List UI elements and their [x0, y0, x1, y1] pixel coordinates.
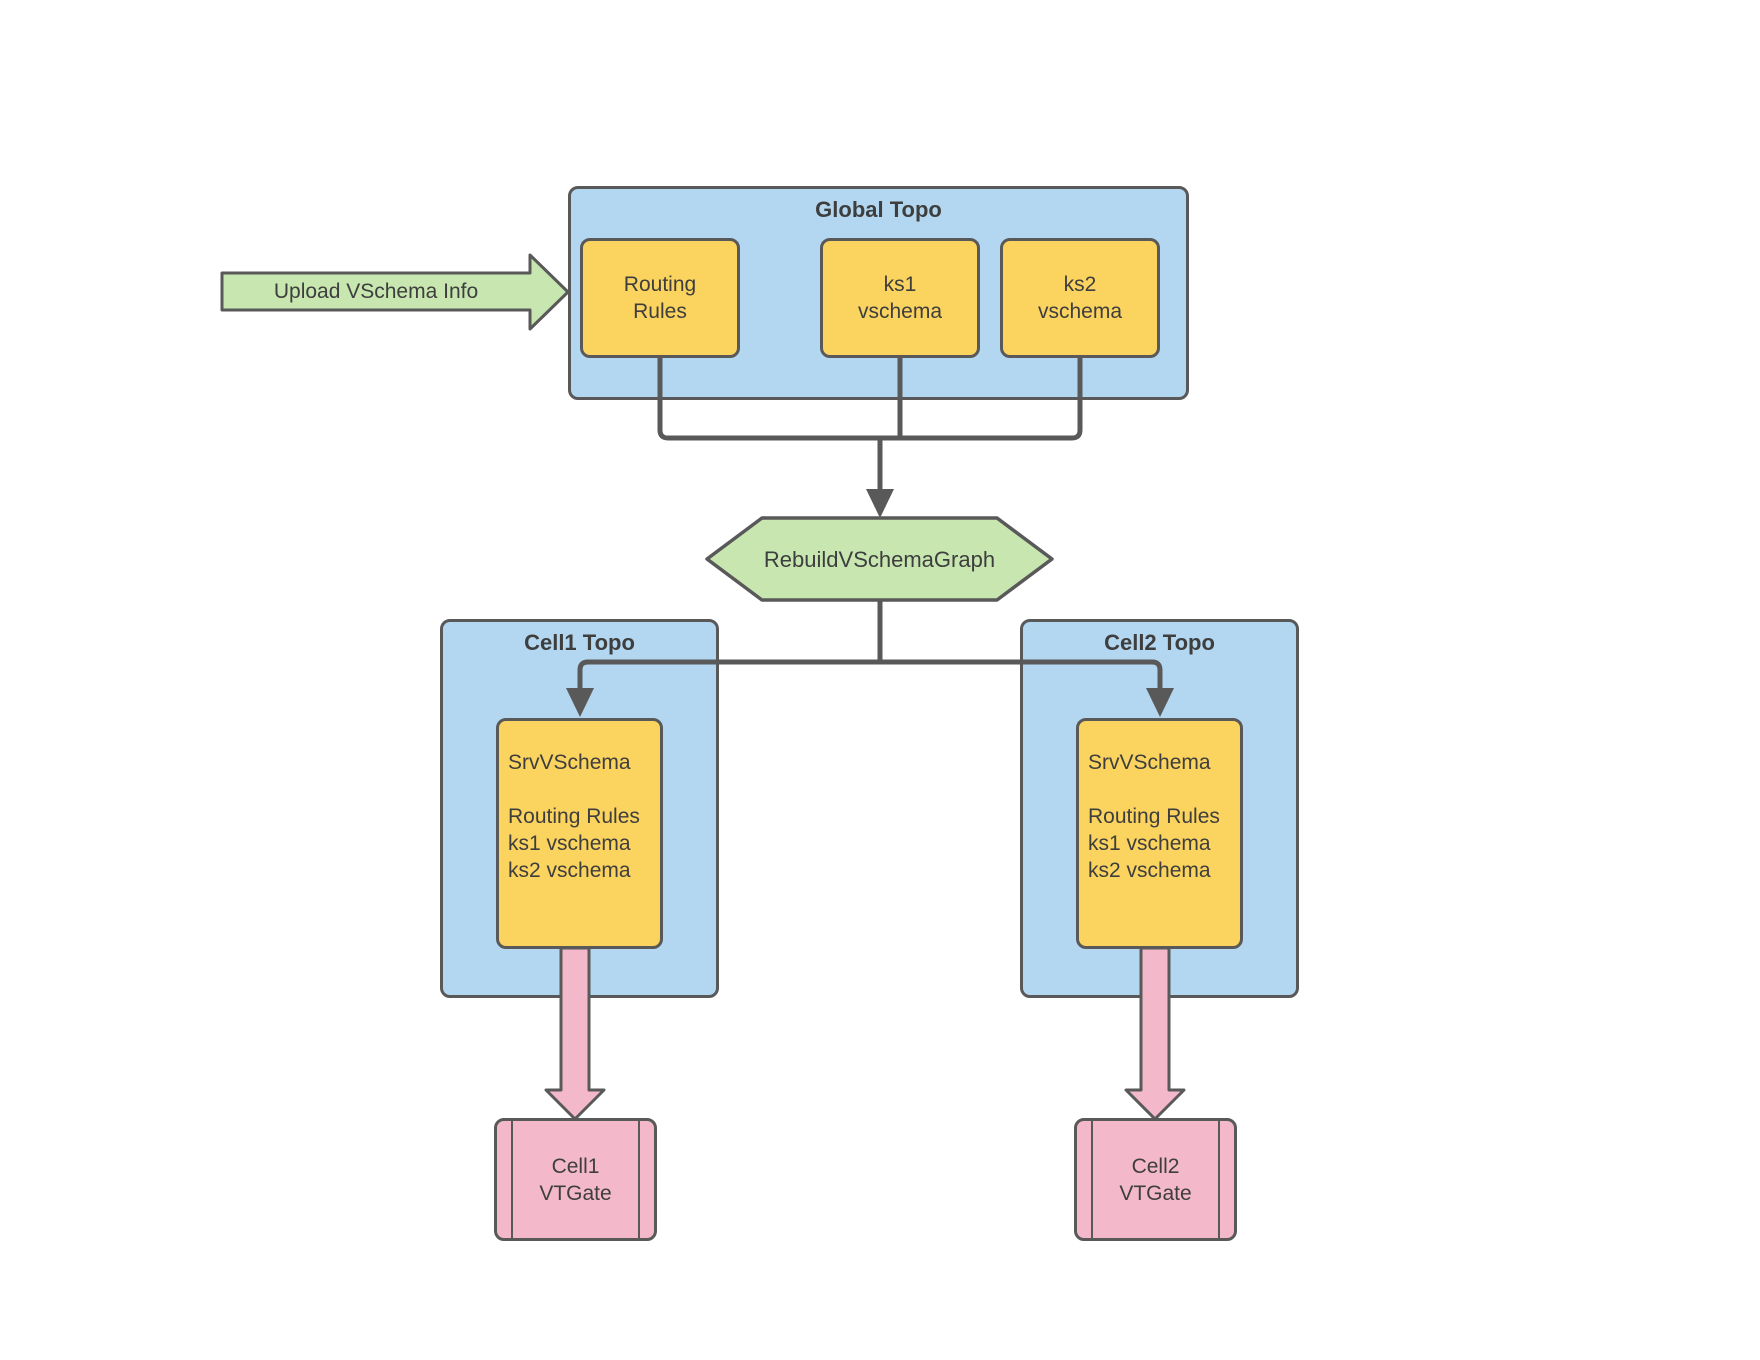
connector-global-to-rebuild	[657, 356, 1083, 492]
cell2-vtgate-line1: Cell2	[1131, 1154, 1180, 1178]
cell2-item-routing-rules: Routing Rules	[1088, 805, 1220, 828]
cell1-item-ks2-vschema: ks2 vschema	[508, 859, 631, 882]
connector-ks2-branch	[880, 356, 1083, 441]
connector-to-cell1	[577, 659, 880, 690]
node-ks1-line1: ks1	[883, 273, 917, 296]
node-routing-rules-label: Routing Rules	[583, 241, 737, 355]
cell1-srv-gap	[508, 776, 656, 803]
cell2-srvvschema-node: SrvVSchema Routing Rules ks1 vschema ks2…	[1076, 718, 1243, 949]
cell2-vtgate-line2: VTGate	[1119, 1181, 1192, 1205]
arrowhead-to-cell2-icon	[1146, 688, 1174, 717]
node-routing-rules: Routing Rules	[580, 238, 740, 358]
connector-to-cell2	[880, 659, 1163, 690]
node-ks2-line2: vschema	[1037, 300, 1123, 323]
node-ks2-vschema-label: ks2 vschema	[1003, 241, 1157, 355]
cell1-vtgate-label: Cell1 VTGate	[497, 1121, 654, 1238]
cell1-vtgate-line1: Cell1	[551, 1154, 600, 1178]
cell2-vtgate-node: Cell2 VTGate	[1074, 1118, 1237, 1241]
cell1-item-ks1-vschema: ks1 vschema	[508, 832, 631, 855]
cell1-srvvschema-node: SrvVSchema Routing Rules ks1 vschema ks2…	[496, 718, 663, 949]
global-topo-title: Global Topo	[815, 197, 942, 222]
connector-routing-rules-branch	[657, 356, 880, 441]
cell2-vtgate-label: Cell2 VTGate	[1077, 1121, 1234, 1238]
node-routing-rules-line1: Routing	[623, 273, 697, 296]
node-routing-rules-line2: Rules	[633, 300, 687, 323]
cell2-srv-heading: SrvVSchema	[1088, 751, 1211, 774]
cell1-item-routing-rules: Routing Rules	[508, 805, 640, 828]
cell1-srv-heading: SrvVSchema	[508, 751, 631, 774]
cell1-srvvschema-text: SrvVSchema Routing Rules ks1 vschema ks2…	[508, 749, 656, 884]
node-ks1-vschema: ks1 vschema	[820, 238, 980, 358]
cell2-item-ks2-vschema: ks2 vschema	[1088, 859, 1211, 882]
rebuild-vschema-label: RebuildVSchemaGraph	[763, 546, 996, 572]
cell1-topo-title: Cell1 Topo	[524, 630, 635, 655]
node-ks1-line2: vschema	[857, 300, 943, 323]
arrow-cell2-to-vtgate	[1124, 946, 1186, 1121]
arrowhead-to-cell1-icon	[566, 688, 594, 717]
node-ks1-vschema-label: ks1 vschema	[823, 241, 977, 355]
cell1-vtgate-line2: VTGate	[539, 1181, 612, 1205]
upload-vschema-arrow-label: Upload VSchema Info	[273, 280, 479, 303]
node-ks2-vschema: ks2 vschema	[1000, 238, 1160, 358]
arrow-cell1-to-vtgate	[544, 946, 606, 1121]
upload-vschema-arrow	[220, 253, 570, 331]
cell2-topo-title: Cell2 Topo	[1104, 630, 1215, 655]
cell2-srvvschema-text: SrvVSchema Routing Rules ks1 vschema ks2…	[1088, 749, 1236, 884]
connector-rebuild-to-cells	[577, 600, 1163, 690]
rebuild-vschema-hexagon	[705, 516, 1054, 602]
cell2-item-ks1-vschema: ks1 vschema	[1088, 832, 1211, 855]
cell2-srv-gap	[1088, 776, 1236, 803]
cell1-vtgate-node: Cell1 VTGate	[494, 1118, 657, 1241]
arrowhead-to-rebuild-icon	[866, 489, 894, 518]
node-ks2-line1: ks2	[1063, 273, 1097, 296]
